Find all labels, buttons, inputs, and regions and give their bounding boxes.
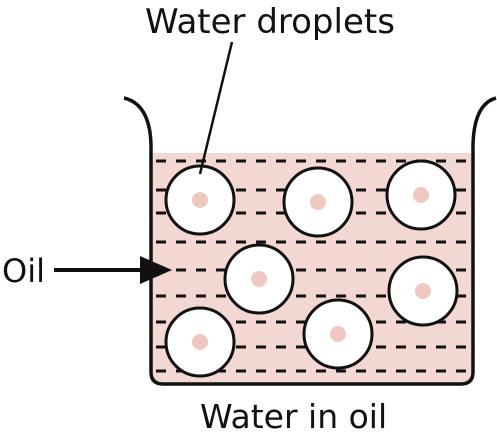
water-droplets-label: Water droplets [145,2,395,42]
water-droplet [223,243,295,315]
droplet-core [192,192,208,208]
droplet-core [330,326,346,342]
water-in-oil-caption: Water in oil [200,397,387,436]
water-droplets-group [164,159,459,378]
water-droplet [164,164,236,236]
water-droplet [385,159,457,231]
oil-arrow [54,256,172,284]
water-droplet [164,306,236,378]
droplet-core [310,194,326,210]
water-droplet [387,255,459,327]
water-droplet [282,166,354,238]
beaker-outline [123,96,497,386]
droplet-core [413,187,429,203]
droplet-core [192,334,208,350]
water-droplets-pointer [198,41,234,175]
droplet-core [251,271,267,287]
water-droplet [302,298,374,370]
oil-label: Oil [2,252,45,290]
droplet-core [415,283,431,299]
